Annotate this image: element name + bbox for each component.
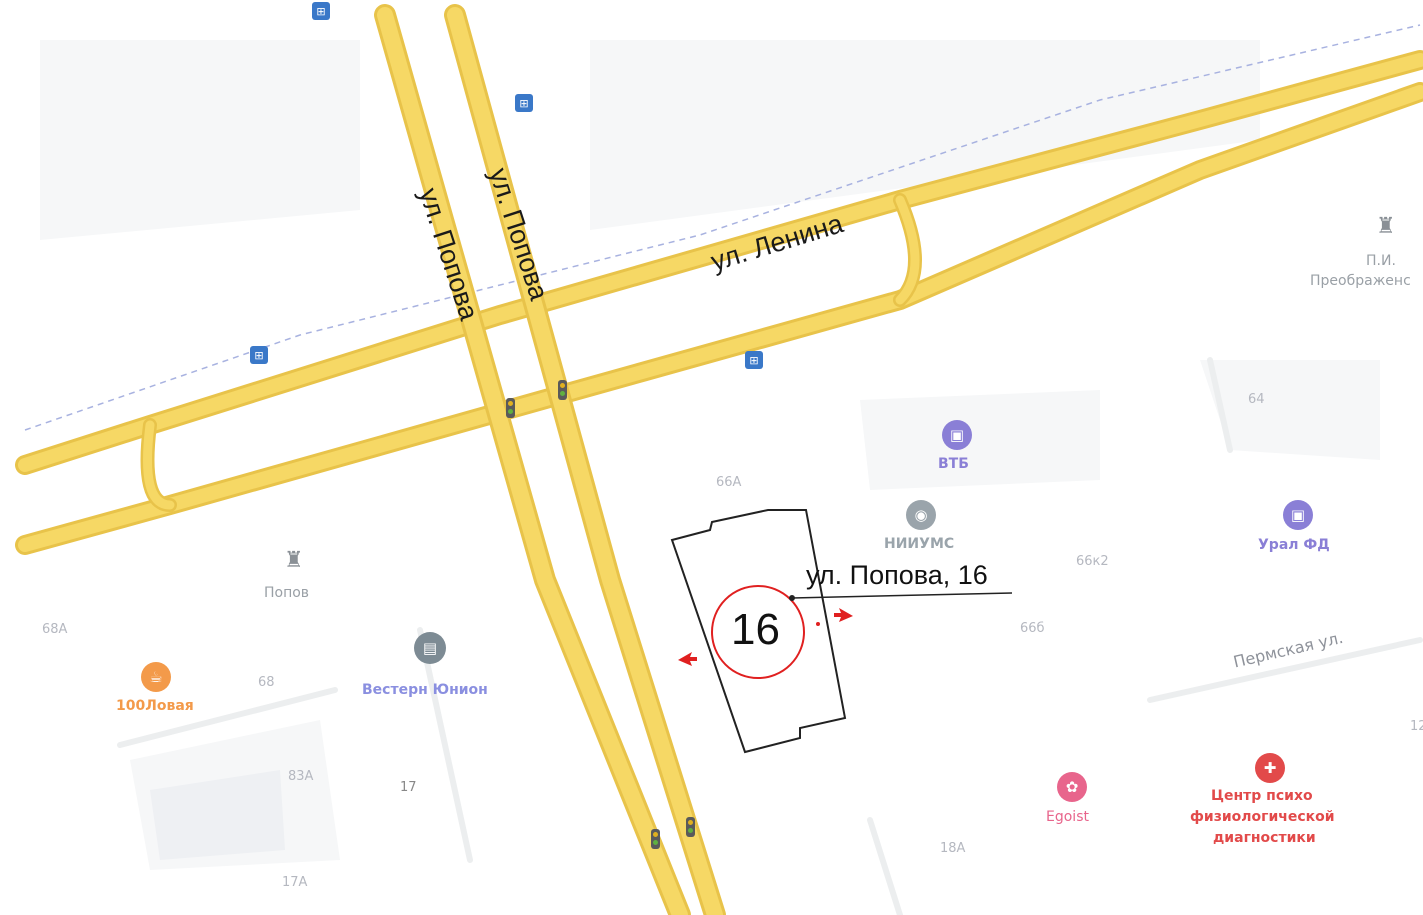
poi-label-niiums[interactable]: НИИУМС — [884, 536, 955, 552]
house-number: 18А — [940, 841, 966, 856]
traffic-light-icon — [651, 829, 660, 849]
callout-address: ул. Попова, 16 — [806, 560, 988, 590]
medical-cross-icon[interactable]: ✚ — [1255, 753, 1285, 783]
poi-label-western-union[interactable]: Вестерн Юнион — [362, 682, 488, 698]
building-blocks-dark — [150, 770, 285, 860]
beauty-salon-icon[interactable]: ✿ — [1057, 772, 1087, 802]
bus-stop-icon[interactable]: ⊞ — [312, 2, 330, 20]
entrance-arrow-icon — [678, 652, 697, 666]
house-number: 12 — [1410, 719, 1423, 734]
marker-number: 16 — [731, 605, 780, 654]
poi-label-vtb[interactable]: ВТБ — [938, 456, 969, 472]
house-number: 17А — [282, 875, 308, 890]
bank-icon[interactable]: ▣ — [1283, 500, 1313, 530]
poi-label-stolovaya[interactable]: 100Ловая — [116, 698, 194, 714]
map-pin-icon[interactable]: ▤ — [414, 632, 446, 664]
bank-icon[interactable]: ▣ — [942, 420, 972, 450]
poi-label-preobrazhensky-2[interactable]: Преображенс — [1310, 273, 1411, 289]
minor-roads — [117, 357, 1423, 915]
monument-icon[interactable]: ♜ — [1376, 214, 1396, 239]
bus-stop-icon[interactable]: ⊞ — [250, 346, 268, 364]
bank-icon[interactable]: ◉ — [906, 500, 936, 530]
building-blocks — [40, 40, 1380, 870]
traffic-light-icon — [558, 380, 567, 400]
marker-ring — [711, 585, 805, 679]
house-number: 68А — [42, 622, 68, 637]
monument-icon[interactable]: ♜ — [284, 548, 304, 573]
poi-label-popov[interactable]: Попов — [264, 585, 310, 601]
traffic-light-icon — [506, 398, 515, 418]
poi-label-preobrazhensky-1[interactable]: П.И. — [1366, 253, 1396, 269]
entrance-dot — [816, 622, 820, 626]
cafe-icon[interactable]: ☕ — [141, 662, 171, 692]
entrance-arrow-icon — [834, 608, 853, 622]
house-number: 66к2 — [1076, 554, 1109, 569]
house-number: 66А — [716, 475, 742, 490]
poi-label-center-2[interactable]: физиологической — [1190, 809, 1335, 825]
poi-label-ural-fd[interactable]: Урал ФД — [1258, 537, 1330, 553]
callout-leader — [791, 592, 1013, 599]
poi-label-center-1[interactable]: Центр психо — [1211, 788, 1313, 804]
traffic-light-icon — [686, 817, 695, 837]
house-number: 64 — [1248, 392, 1265, 407]
callout-anchor-dot — [789, 595, 795, 601]
poi-label-center-3[interactable]: диагностики — [1213, 830, 1316, 846]
house-number: 66б — [1020, 621, 1045, 636]
railway-line — [24, 24, 1421, 431]
main-roads — [15, 4, 1423, 915]
bus-stop-icon[interactable]: ⊞ — [745, 351, 763, 369]
house-number: 17 — [400, 780, 417, 795]
bus-stop-icon[interactable]: ⊞ — [515, 94, 533, 112]
house-number: 83А — [288, 769, 314, 784]
poi-label-egoist[interactable]: Egoist — [1046, 809, 1089, 825]
house-number: 68 — [258, 675, 275, 690]
